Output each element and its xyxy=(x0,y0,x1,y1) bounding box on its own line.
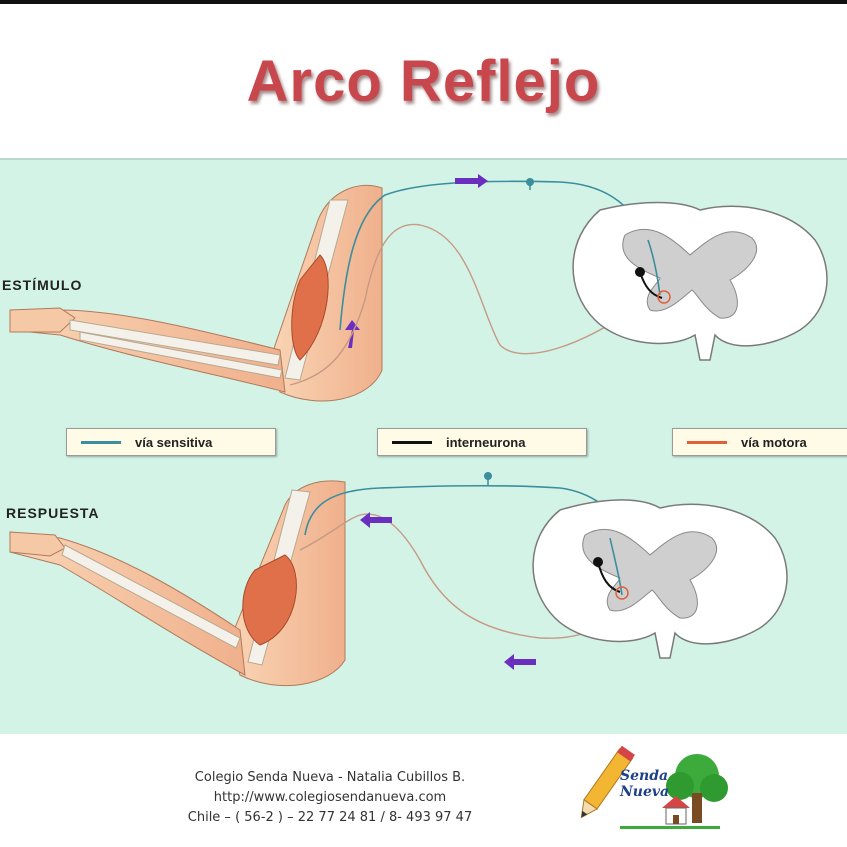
logo-text-line-1: Senda xyxy=(620,768,669,784)
response-label: RESPUESTA xyxy=(6,505,100,521)
logo-drawing xyxy=(580,745,728,829)
logo-text-line-2: Nueva xyxy=(620,784,670,800)
reflex-arc-diagram: ESTÍMULO RESPUESTA vía sensitiva interne… xyxy=(0,158,847,734)
legend-sensory: vía sensitiva xyxy=(66,428,276,456)
stimulus-arm xyxy=(9,184,383,402)
page-title: Arco Reflejo xyxy=(246,49,601,114)
legend-sensory-label: vía sensitiva xyxy=(135,434,213,450)
legend-interneuron-swatch xyxy=(392,440,432,444)
response-nerves xyxy=(299,472,629,670)
response-arm xyxy=(9,480,346,687)
top-border xyxy=(0,0,847,4)
stimulus-nerves xyxy=(289,174,661,386)
legend-motor-swatch xyxy=(687,440,727,444)
footer-line-1: Colegio Senda Nueva - Natalia Cubillos B… xyxy=(194,770,466,785)
stimulus-spinal-cord xyxy=(572,201,828,361)
senda-nueva-logo: Senda Nueva xyxy=(572,738,732,838)
logo-text: Senda Nueva xyxy=(620,768,669,800)
diagram-drawing xyxy=(9,174,828,687)
footer-line-3: Chile – ( 56-2 ) – 22 77 24 81 / 8- 493 … xyxy=(187,810,473,825)
stimulus-label: ESTÍMULO xyxy=(2,277,83,293)
footer-credits: Colegio Senda Nueva - Natalia Cubillos B… xyxy=(150,768,510,828)
legend-motor-label: vía motora xyxy=(741,434,807,450)
legend-sensory-swatch xyxy=(81,440,121,444)
footer-line-2: http://www.colegiosendanueva.com xyxy=(213,790,447,805)
legend-motor: vía motora xyxy=(672,428,847,456)
legend-interneuron-label: interneurona xyxy=(446,434,526,450)
response-spinal-cord xyxy=(532,499,788,659)
legend-interneuron: interneurona xyxy=(377,428,587,456)
